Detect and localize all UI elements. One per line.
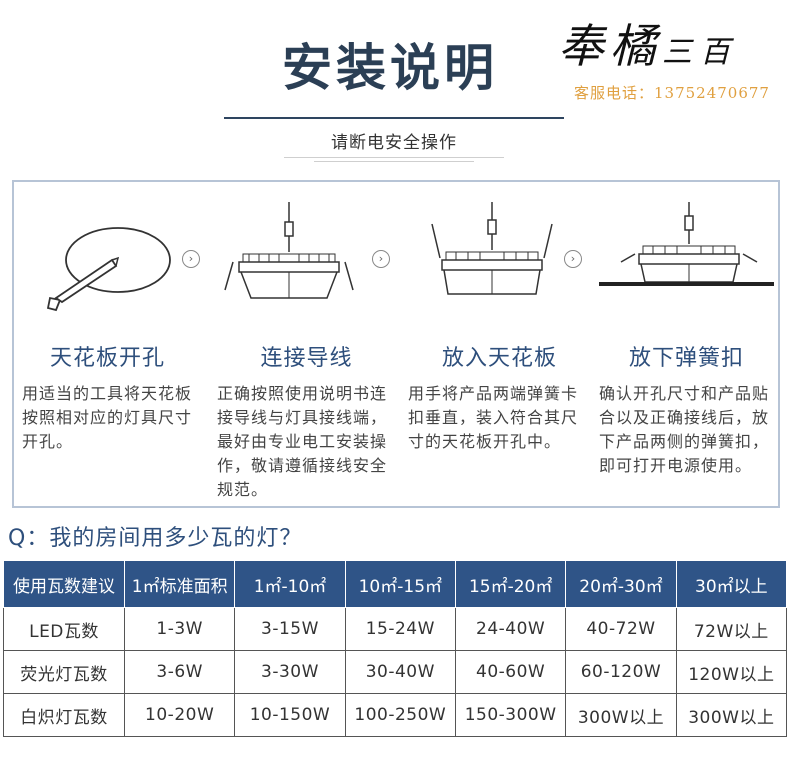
brand-main: 奉橘 — [558, 19, 662, 73]
table-header-cell: 30㎡以上 — [675, 560, 788, 608]
table-cell: 120W以上 — [675, 650, 788, 694]
table-cell: 3-15W — [234, 607, 346, 651]
cut-hole-illustration-icon — [46, 227, 171, 312]
chevron-right-icon: › — [564, 250, 582, 268]
table-cell: 40-72W — [565, 607, 677, 651]
brand-small: 三百 — [662, 35, 738, 70]
table-cell: LED瓦数 — [3, 607, 125, 651]
brand-logo: 奉橘三百 — [558, 10, 738, 76]
step-3: 放入天花板 用手将产品两端弹簧卡扣垂直，装入符合其尺寸的天花板开孔中。 — [408, 202, 587, 451]
table-header-cell: 1㎡-10㎡ — [234, 560, 346, 608]
step-2-title: 连接导线 — [260, 346, 353, 371]
chevron-right-icon: › — [182, 250, 200, 268]
wattage-table: 使用瓦数建议 1㎡标准面积 1㎡-10㎡ 10㎡-15㎡ 15㎡-20㎡ 20㎡… — [3, 560, 788, 737]
step-1: 天花板开孔 用适当的工具将天花板按照相对应的灯具尺寸开孔。 — [20, 202, 195, 451]
wattage-question: Q：我的房间用多少瓦的灯？ — [8, 526, 303, 551]
table-cell: 30-40W — [344, 650, 456, 694]
table-header-cell: 10㎡-15㎡ — [344, 560, 456, 608]
table-row: 荧光灯瓦数 3-6W 3-30W 30-40W 40-60W 60-120W 1… — [3, 650, 788, 694]
title-divider — [224, 117, 564, 119]
table-cell: 3-6W — [123, 650, 236, 694]
step-1-title: 天花板开孔 — [49, 346, 165, 371]
table-row: 白炽灯瓦数 10-20W 10-150W 100-250W 150-300W 3… — [3, 693, 788, 737]
step-4-title: 放下弹簧扣 — [628, 346, 744, 371]
decorative-fine-lines — [284, 157, 504, 165]
step-4: 放下弹簧扣 确认开孔尺寸和产品贴合以及正确接线后，放下产品两侧的弹簧扣，即可打开… — [599, 202, 774, 475]
table-header-row: 使用瓦数建议 1㎡标准面积 1㎡-10㎡ 10㎡-15㎡ 15㎡-20㎡ 20㎡… — [3, 560, 788, 608]
table-cell: 1-3W — [123, 607, 236, 651]
table-cell: 150-300W — [454, 693, 567, 737]
installation-steps-panel: 天花板开孔 用适当的工具将天花板按照相对应的灯具尺寸开孔。 › 连接导线 正确按… — [12, 180, 780, 508]
page-title: 安装说明 — [282, 39, 498, 97]
chevron-right-icon: › — [372, 250, 390, 268]
table-cell: 15-24W — [344, 607, 456, 651]
step-2: 连接导线 正确按照使用说明书连接导线与灯具接线端，最好由专业电工安装操作，敬请遵… — [217, 202, 394, 499]
insert-ceiling-illustration-icon — [431, 202, 553, 295]
table-row: LED瓦数 1-3W 3-15W 15-24W 24-40W 40-72W 72… — [3, 607, 788, 651]
release-spring-clip-illustration-icon — [599, 202, 774, 286]
table-cell: 3-30W — [234, 650, 346, 694]
table-header-cell: 20㎡-30㎡ — [565, 560, 677, 608]
step-3-title: 放入天花板 — [441, 346, 557, 371]
safety-subtitle: 请断电安全操作 — [331, 133, 457, 153]
step-1-description: 用适当的工具将天花板按照相对应的灯具尺寸开孔。 — [22, 384, 193, 451]
table-header-cell: 15㎡-20㎡ — [454, 560, 567, 608]
table-cell: 100-250W — [344, 693, 456, 737]
table-cell: 24-40W — [454, 607, 567, 651]
connect-wires-illustration-icon — [224, 202, 354, 299]
hotline-text: 客服电话：13752470677 — [574, 84, 770, 102]
table-cell: 荧光灯瓦数 — [3, 650, 125, 694]
step-3-description: 用手将产品两端弹簧卡扣垂直，装入符合其尺寸的天花板开孔中。 — [408, 384, 579, 451]
table-header-cell: 使用瓦数建议 — [3, 560, 125, 608]
table-cell: 10-150W — [234, 693, 346, 737]
table-cell: 40-60W — [454, 650, 567, 694]
table-cell: 白炽灯瓦数 — [3, 693, 125, 737]
step-4-description: 确认开孔尺寸和产品贴合以及正确接线后，放下产品两侧的弹簧扣，即可打开电源使用。 — [599, 384, 770, 475]
table-cell: 10-20W — [123, 693, 236, 737]
table-cell: 72W以上 — [675, 607, 788, 651]
table-cell: 300W以上 — [675, 693, 788, 737]
table-cell: 300W以上 — [565, 693, 677, 737]
step-2-description: 正确按照使用说明书连接导线与灯具接线端，最好由专业电工安装操作，敬请遵循接线安全… — [217, 384, 388, 499]
table-header-cell: 1㎡标准面积 — [123, 560, 236, 608]
table-cell: 60-120W — [565, 650, 677, 694]
